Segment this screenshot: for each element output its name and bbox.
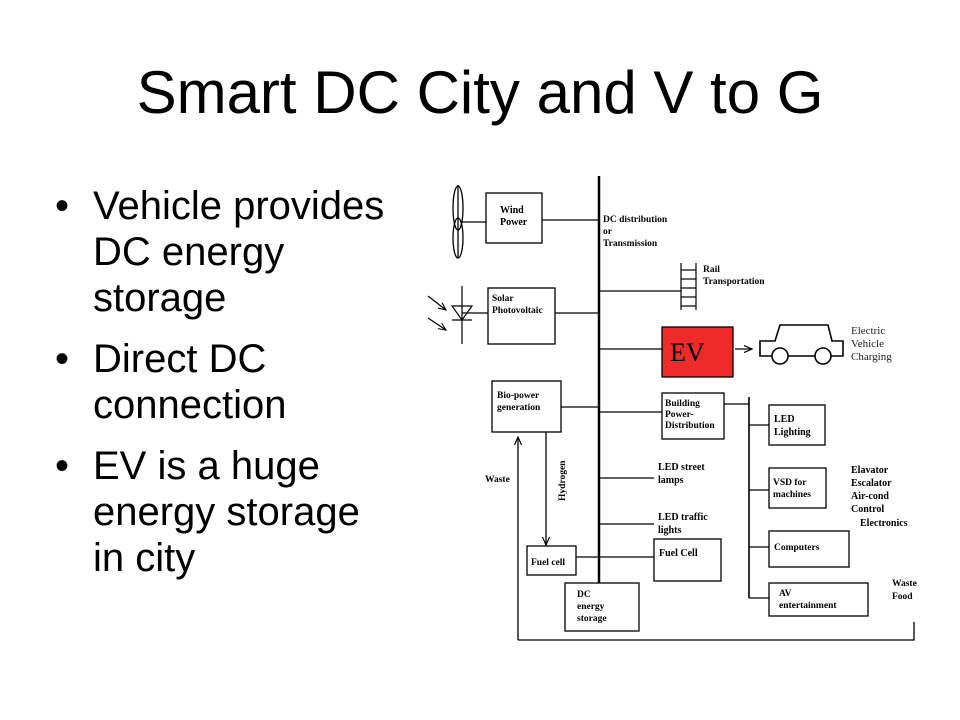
solar-diode-icon [427, 286, 488, 344]
wind-power-box [485, 192, 543, 244]
ev-box [661, 326, 734, 378]
fuel-cell-small-label: Fuel cell [531, 558, 565, 568]
wind-turbine-icon [452, 185, 486, 259]
slide-title: Smart DC City and V to G [136, 59, 824, 126]
av-box [768, 582, 869, 617]
biopower-box [491, 380, 562, 433]
waste-left-label: Waste [485, 475, 510, 485]
bullet-list: Vehicle provides DC energy storage Direc… [55, 183, 400, 596]
electronics-label: Electronics [860, 518, 908, 529]
hydrogen-label: Hydrogen [558, 460, 568, 501]
vsd-box [768, 467, 827, 509]
rail-track-icon [680, 263, 697, 310]
bullet-item: Direct DC connection [55, 336, 400, 428]
car-icon [759, 324, 844, 365]
fuel-cell-small-box [526, 545, 577, 576]
waste-return-line [518, 622, 915, 641]
fuel-cell-box [653, 538, 722, 582]
fuel-cell-label: Fuel Cell [659, 548, 698, 559]
computers-label: Computers [774, 543, 820, 553]
building-box [661, 392, 725, 440]
solar-box [487, 287, 556, 345]
ev-label: EV [670, 338, 705, 367]
bullet-item: EV is a huge energy storage in city [55, 443, 400, 581]
dc-storage-box [564, 582, 640, 632]
led-lighting-box [768, 404, 826, 446]
bullet-item: Vehicle provides DC energy storage [55, 183, 400, 321]
computers-box [768, 530, 850, 568]
